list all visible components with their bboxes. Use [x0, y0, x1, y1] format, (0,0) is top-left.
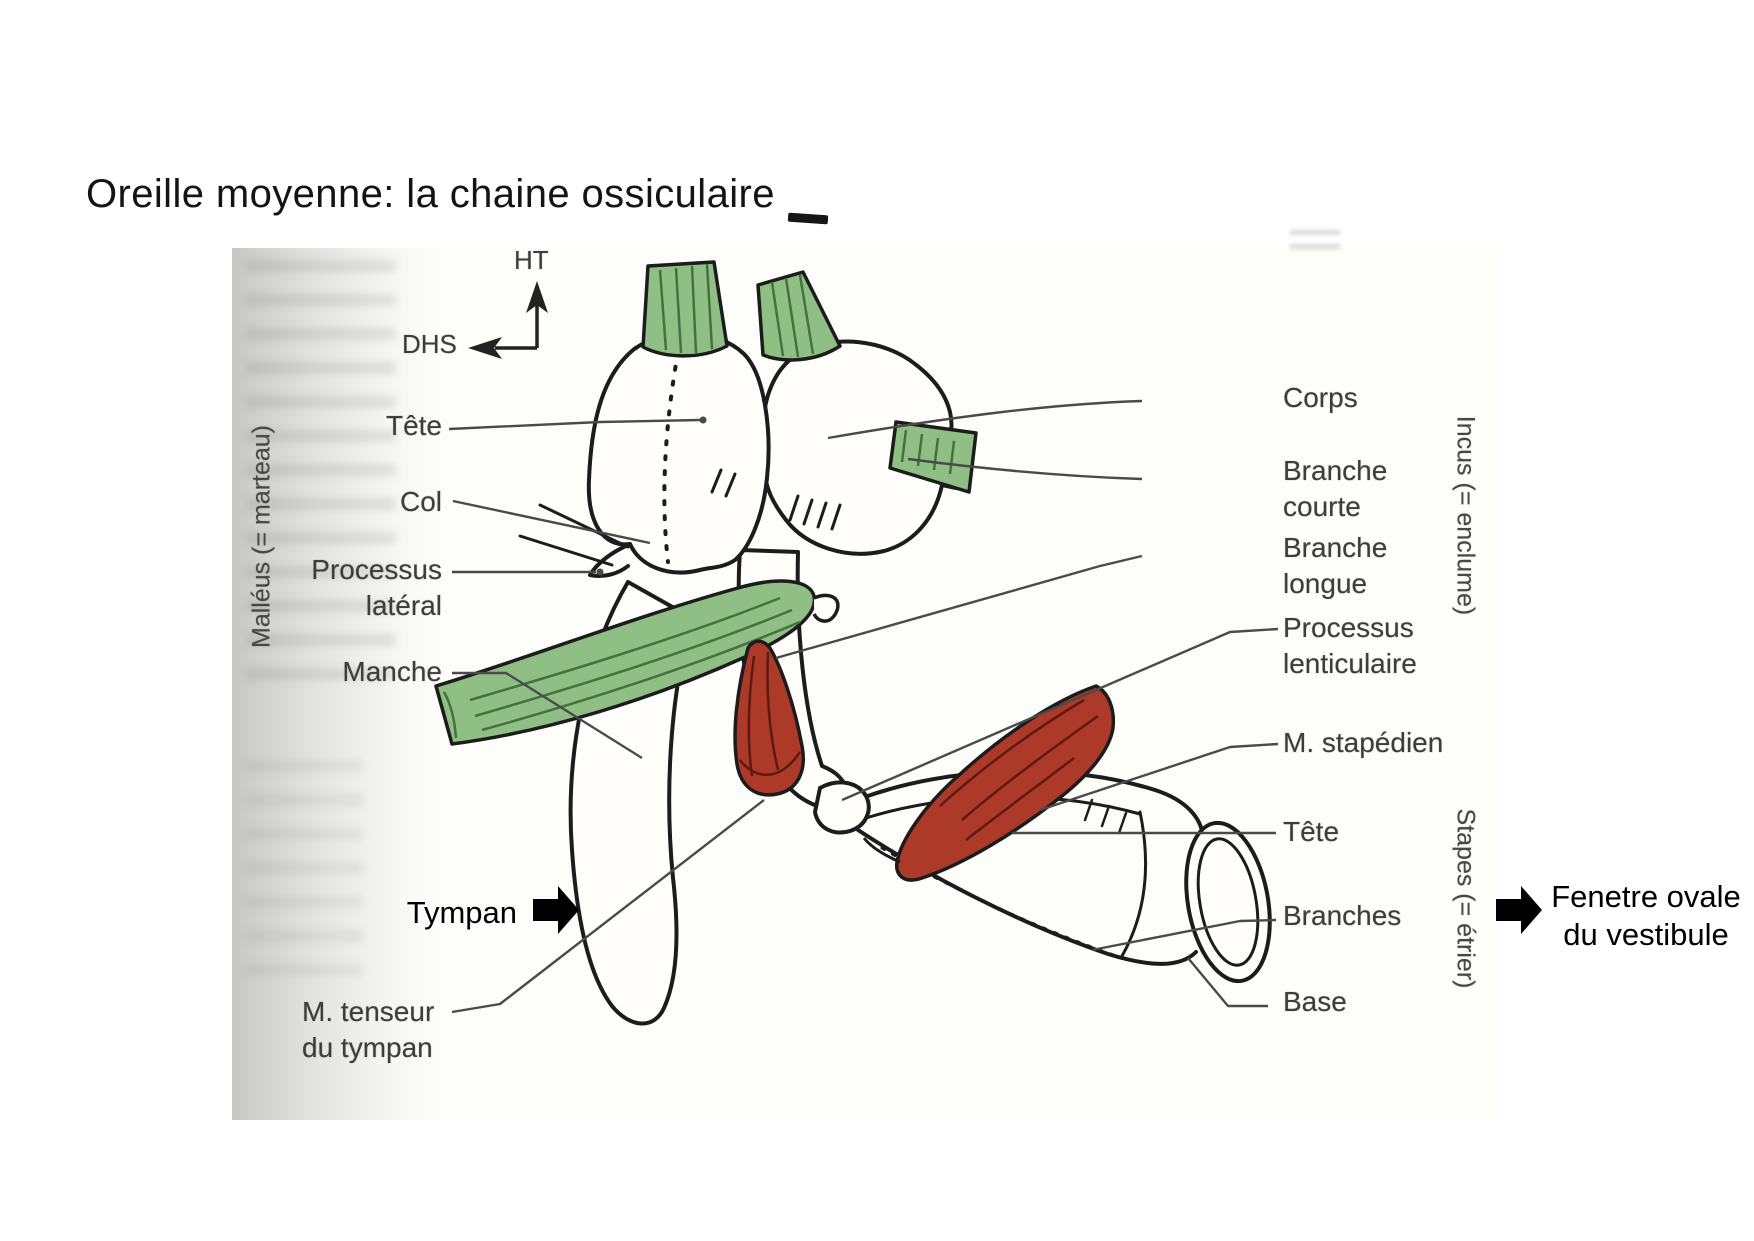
label-malleus-tete: Tête: [385, 410, 442, 441]
label-m-tenseur-du-tympan: M. tenseur du tympan: [302, 996, 435, 1063]
axis-label-dhs: DHS: [402, 329, 457, 359]
ligament-striations: [658, 263, 714, 354]
ligament-striations: [770, 274, 815, 358]
ossicular-chain-drawing: [434, 260, 1279, 1026]
group-label-malleus: Malléus (= marteau): [247, 425, 276, 648]
annotation-fenetre-ovale: Fenetre ovale du vestibule: [1551, 879, 1741, 952]
leader-lines: [448, 399, 1279, 1014]
superior-malleus-ligament: [641, 260, 729, 358]
stapes-arch-line: [1120, 810, 1148, 958]
ligaments-group: [641, 260, 978, 494]
page-title: Oreille moyenne: la chaine ossiculaire: [86, 172, 775, 216]
label-branche-longue: Branche longue: [1283, 532, 1388, 599]
group-label-incus: Incus (= enclume): [1451, 415, 1480, 616]
label-m-stapedien: M. stapédien: [1283, 727, 1444, 758]
label-processus-lenticulaire: Processus lenticulaire: [1283, 612, 1417, 679]
bleedthrough-text-smudge: [246, 260, 396, 680]
label-base: Base: [1283, 986, 1347, 1017]
tensor-tympani-muscle: [434, 579, 840, 746]
label-branche-courte: Branche courte: [1283, 455, 1388, 522]
label-stapes-tete: Tête: [1283, 816, 1340, 847]
stapedius-muscle: [862, 684, 1116, 882]
label-processus-lateral: Processus latéral: [311, 554, 442, 621]
lateral-process-shape: [588, 542, 632, 578]
stapes-hatching: [1083, 798, 1128, 835]
articulation-dashed-line: [662, 350, 680, 564]
label-manche: Manche: [342, 656, 442, 687]
anterior-process-lines: [518, 503, 630, 567]
superior-incus-ligament: [756, 270, 842, 362]
label-corps: Corps: [1283, 382, 1358, 413]
scan-artifact-mark: [787, 212, 829, 225]
malleus-hatching: [710, 468, 737, 498]
stapes-head-shape: [812, 780, 871, 835]
tensor-tympani-tendon-cut: [733, 639, 805, 797]
group-label-stapes: Stapes (= étrier): [1451, 808, 1480, 989]
ligament-striations: [900, 429, 956, 475]
posterior-incus-ligament: [888, 420, 978, 494]
stapes-superior-crus: [860, 769, 1205, 840]
orientation-axis: [468, 281, 548, 359]
fenetre-ovale-arrow-icon: [1496, 886, 1542, 934]
annotation-tympan: Tympan: [406, 895, 517, 930]
scan-artifact-mark: [1290, 230, 1340, 256]
stapes-inferior-crus-dotted: [880, 846, 1124, 960]
tympan-arrow-icon: [533, 886, 579, 934]
scan-page-edge-shading: [232, 248, 447, 1120]
axis-label-ht: HT: [514, 245, 549, 275]
incus-hatching: [788, 494, 842, 531]
label-branches: Branches: [1283, 900, 1402, 931]
label-malleus-col: Col: [399, 486, 442, 517]
bleedthrough-text-smudge: [246, 760, 364, 990]
